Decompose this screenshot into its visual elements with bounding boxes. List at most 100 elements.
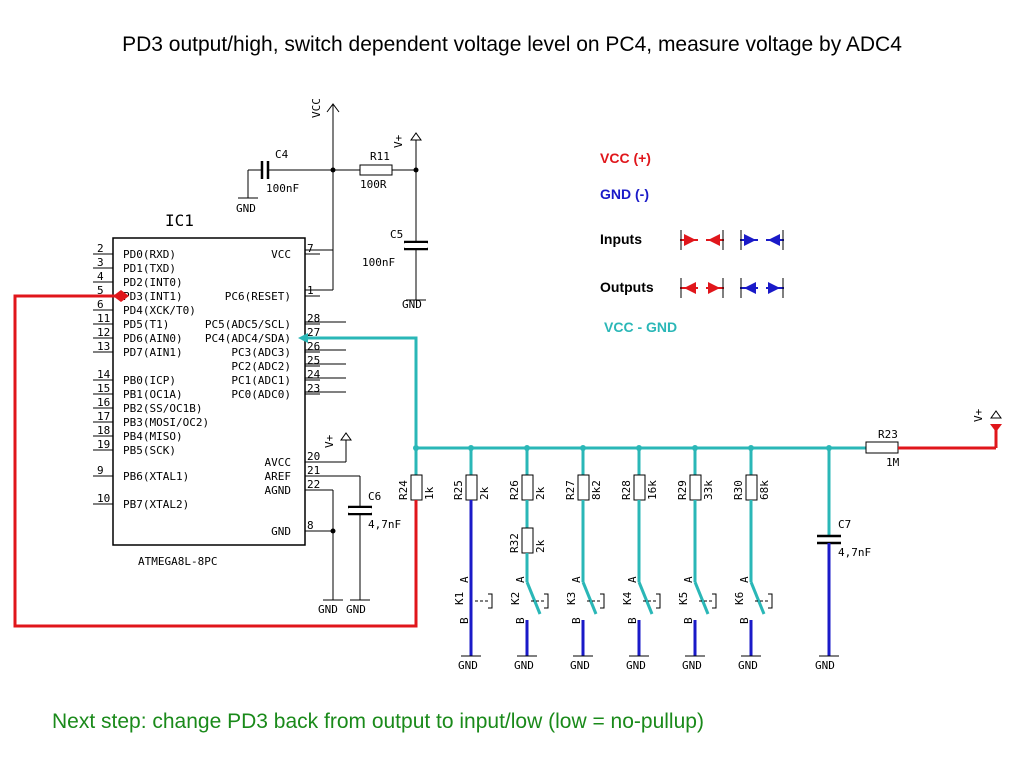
r25-value: 2k [478, 486, 491, 500]
switch-pin-b: B [458, 617, 471, 624]
legend-outputs-label: Outputs [600, 279, 654, 295]
c4-value: 100nF [266, 182, 299, 195]
r24-ref: R24 [397, 480, 410, 500]
r11-ref: R11 [370, 150, 390, 163]
switch-pin-a: A [626, 576, 639, 583]
ic-pin-number: 2 [97, 242, 104, 255]
ic-pin-label: PC6(RESET) [225, 290, 291, 303]
ic-pin-label: AREF [265, 470, 292, 483]
resistor-r11 [333, 164, 416, 176]
resistor-r30 [745, 474, 758, 501]
r26-value: 2k [534, 486, 547, 500]
switch-pin-a: A [738, 576, 751, 583]
ic-part-number: ATMEGA8L-8PC [138, 555, 217, 568]
capacitor-c6 [348, 505, 372, 516]
ic-pin-label: PD2(INT0) [123, 276, 183, 289]
gnd-label: GND [682, 659, 702, 672]
ic-pin-number: 13 [97, 340, 110, 353]
legend-vcc-gnd-label: VCC - GND [604, 319, 677, 335]
ic-pin-number: 19 [97, 438, 110, 451]
ic-pin-label: PD3(INT1) [123, 290, 183, 303]
legend-inputs-label: Inputs [600, 231, 642, 247]
legend-input-symbols [680, 230, 784, 250]
ic-pin-label: PB4(MISO) [123, 430, 183, 443]
ic-designator: IC1 [165, 211, 194, 230]
measurement-bus [305, 336, 866, 536]
switch-ref: K5 [677, 592, 690, 605]
switch-pin-b: B [626, 617, 639, 624]
ic-pin-label: PD1(TXD) [123, 262, 176, 275]
vplus-symbol-top [410, 132, 422, 300]
ic-pin-label: PB1(OC1A) [123, 388, 183, 401]
ic-pin: 13 PD7(AIN1) [93, 340, 183, 359]
c6-value: 4,7nF [368, 518, 401, 531]
resistor-r32 [521, 527, 534, 554]
ic-pin-label: PB6(XTAL1) [123, 470, 189, 483]
ic-pin-number: 4 [97, 270, 104, 283]
vcc-label: VCC [310, 98, 323, 118]
legend-output-symbols [680, 278, 784, 298]
switch-pin-b: B [682, 617, 695, 624]
ic-pin-label: PD7(AIN1) [123, 346, 183, 359]
gnd-label: GND [570, 659, 590, 672]
switch-pin-a: A [570, 576, 583, 583]
gnd-label: GND [236, 202, 256, 215]
switch-ref: K4 [621, 591, 634, 605]
ic-pin-label: PB5(SCK) [123, 444, 176, 457]
vplus-label: V+ [972, 408, 985, 422]
ic-pin-number: 15 [97, 382, 110, 395]
switch-pin-a: A [514, 576, 527, 583]
switch-pin-b: B [738, 617, 751, 624]
resistor-r23 [865, 410, 1002, 454]
ic-pin-number: 26 [307, 340, 320, 353]
capacitor-c5 [404, 240, 428, 251]
ic-pin-number: 17 [97, 410, 110, 423]
ic-pin-label: PB2(SS/OC1B) [123, 402, 202, 415]
r29-value: 33k [702, 480, 715, 500]
ic-pin-label: PC1(ADC1) [231, 374, 291, 387]
gnd-label: GND [626, 659, 646, 672]
gnd-label: GND [318, 603, 338, 616]
r23-ref: R23 [878, 428, 898, 441]
ic-pin-label: VCC [271, 248, 291, 261]
c7-ref: C7 [838, 518, 851, 531]
switch-pin-a: A [682, 576, 695, 583]
r25-ref: R25 [452, 480, 465, 500]
ic-pin-number: 8 [307, 519, 314, 532]
pd3-output-wire [13, 294, 418, 628]
c7-value: 4,7nF [838, 546, 871, 559]
r28-value: 16k [646, 480, 659, 500]
ic-pin-number: 16 [97, 396, 110, 409]
c5-ref: C5 [390, 228, 403, 241]
ic-pin-number: 18 [97, 424, 110, 437]
ic-pin-number: 22 [307, 478, 320, 491]
ic-pin-number: 21 [307, 464, 320, 477]
ic-pin-number: 25 [307, 354, 320, 367]
r27-ref: R27 [564, 480, 577, 500]
switch-pin-a: A [458, 576, 471, 583]
ic-pin: 19 PB5(SCK) [93, 438, 176, 457]
ic-pin-number: 12 [97, 326, 110, 339]
resistor-r24 [410, 474, 423, 626]
c5-value: 100nF [362, 256, 395, 269]
r30-value: 68k [758, 480, 771, 500]
r11-value: 100R [360, 178, 387, 191]
c6-ref: C6 [368, 490, 381, 503]
gnd-label: GND [815, 659, 835, 672]
legend: VCC (+) GND (-) Inputs Outputs VCC - GND [600, 150, 784, 335]
